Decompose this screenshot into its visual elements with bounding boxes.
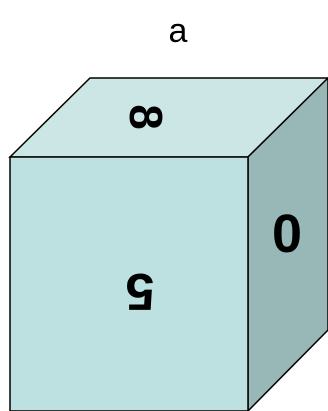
top-face-digit: 8 (120, 104, 172, 130)
side-face-digit: 0 (272, 204, 302, 264)
figure-label: a (169, 12, 188, 50)
front-face-digit: 5 (126, 262, 155, 320)
